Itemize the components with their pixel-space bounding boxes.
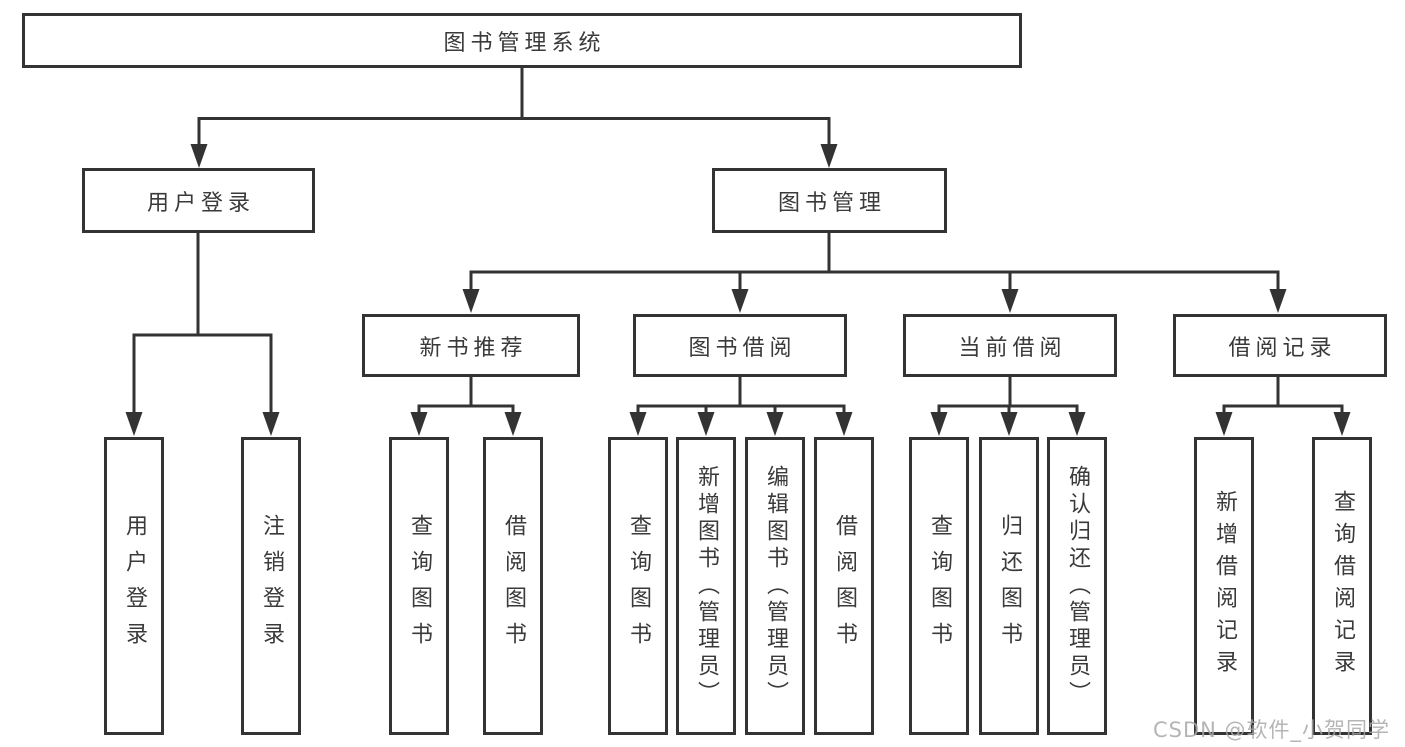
leaf-add-borrow-record: 新增借阅记录 [1194,437,1254,735]
leaf-borrow-books: 借阅图书 [814,437,874,735]
leaf-add-book-admin: 新增图书（管理员） [676,437,736,735]
node-book-borrowing: 图书借阅 [633,314,847,377]
leaf-query-borrow-record: 查询借阅记录 [1312,437,1372,735]
node-label: 新增图书（管理员） [694,464,719,708]
leaf-user-login: 用户登录 [104,437,164,735]
node-label: 借阅记录 [1228,335,1337,361]
node-label: 借阅图书 [501,514,526,658]
node-label: 图书管理 [777,190,886,216]
node-label: 查询图书 [407,514,432,658]
leaf-query-books-recommend: 查询图书 [389,437,449,735]
node-label: 图书管理系统 [443,30,606,56]
leaf-query-books-borrow: 查询图书 [608,437,668,735]
node-new-book-recommendation: 新书推荐 [362,314,580,377]
leaf-query-books-current: 查询图书 [909,437,969,735]
node-book-management: 图书管理 [712,168,947,233]
leaf-confirm-return-admin: 确认归还（管理员） [1047,437,1107,735]
node-label: 新书推荐 [419,335,528,361]
node-label: 借阅图书 [832,514,857,658]
node-label: 确认归还（管理员） [1065,464,1090,708]
node-label: 查询图书 [927,514,952,658]
node-library-system: 图书管理系统 [22,13,1022,68]
leaf-edit-book-admin: 编辑图书（管理员） [745,437,805,735]
leaf-logout: 注销登录 [241,437,301,735]
csdn-watermark: CSDN @软件_小贺同学 [1153,718,1391,742]
node-borrowing-records: 借阅记录 [1173,314,1387,377]
node-label: 用户登录 [122,514,147,658]
node-label: 归还图书 [997,514,1022,658]
node-label: 查询借阅记录 [1330,490,1355,682]
node-label: 当前借阅 [958,335,1067,361]
node-label: 注销登录 [259,514,284,658]
node-current-borrowing: 当前借阅 [903,314,1117,377]
leaf-return-book: 归还图书 [979,437,1039,735]
leaf-borrow-books-recommend: 借阅图书 [483,437,543,735]
node-user-login: 用户登录 [82,168,315,233]
node-label: 图书借阅 [688,335,797,361]
node-label: 新增借阅记录 [1212,490,1237,682]
node-label: 查询图书 [626,514,651,658]
node-label: 用户登录 [146,190,255,216]
node-label: 编辑图书（管理员） [763,464,788,708]
